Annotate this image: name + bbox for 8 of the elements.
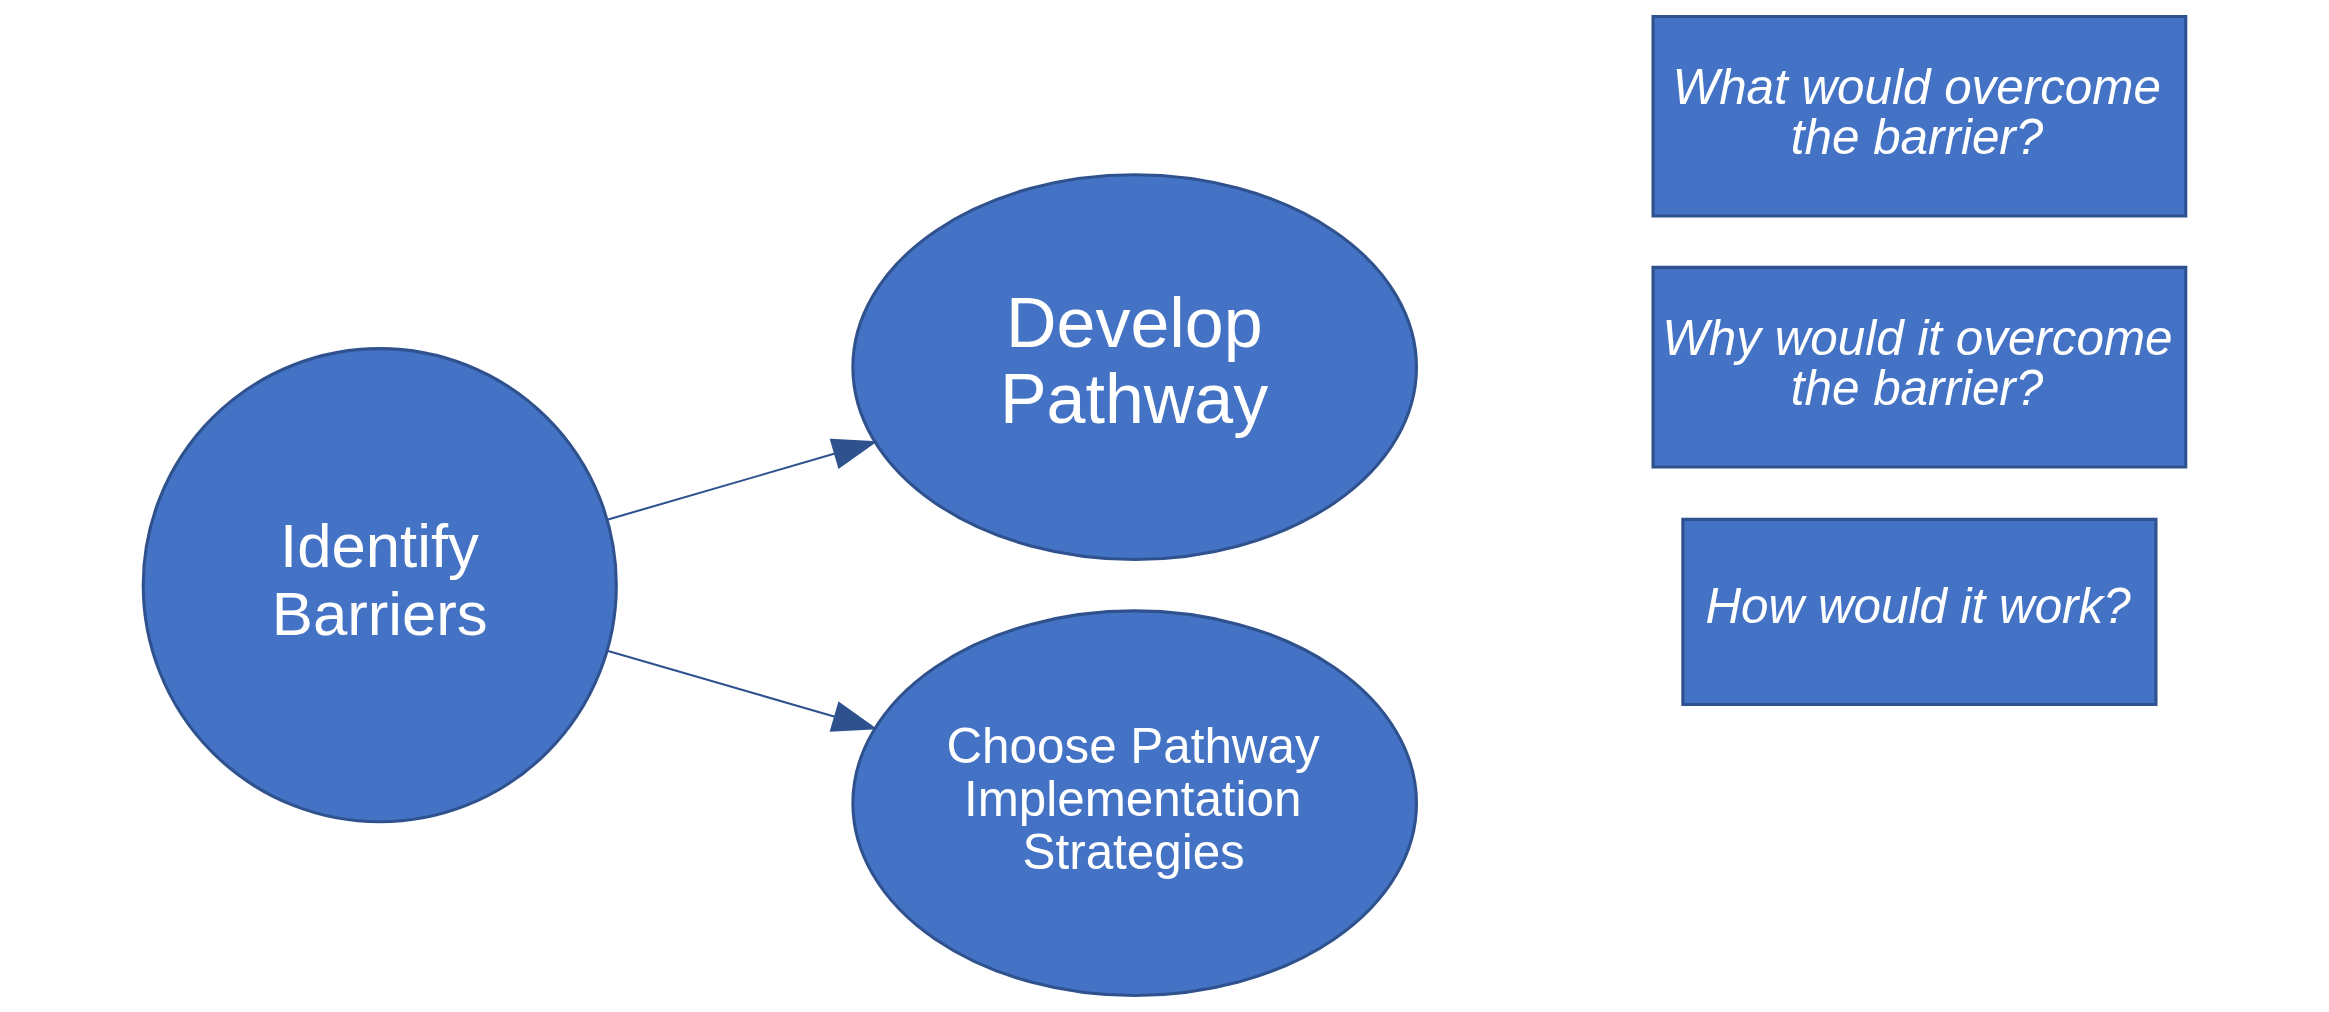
node-ellipse: Choose Pathway Implementation Strategies [851,609,1419,998]
node-box: Why would it overcome the barrier? [1651,265,2188,469]
arrow [607,649,878,732]
node-box: What would overcome the barrier? [1651,14,2188,218]
node-circle: Identify Barriers [141,347,618,824]
node-box: How would it work? [1681,517,2158,707]
arrow [607,438,878,521]
node-ellipse: Develop Pathway [851,173,1419,562]
